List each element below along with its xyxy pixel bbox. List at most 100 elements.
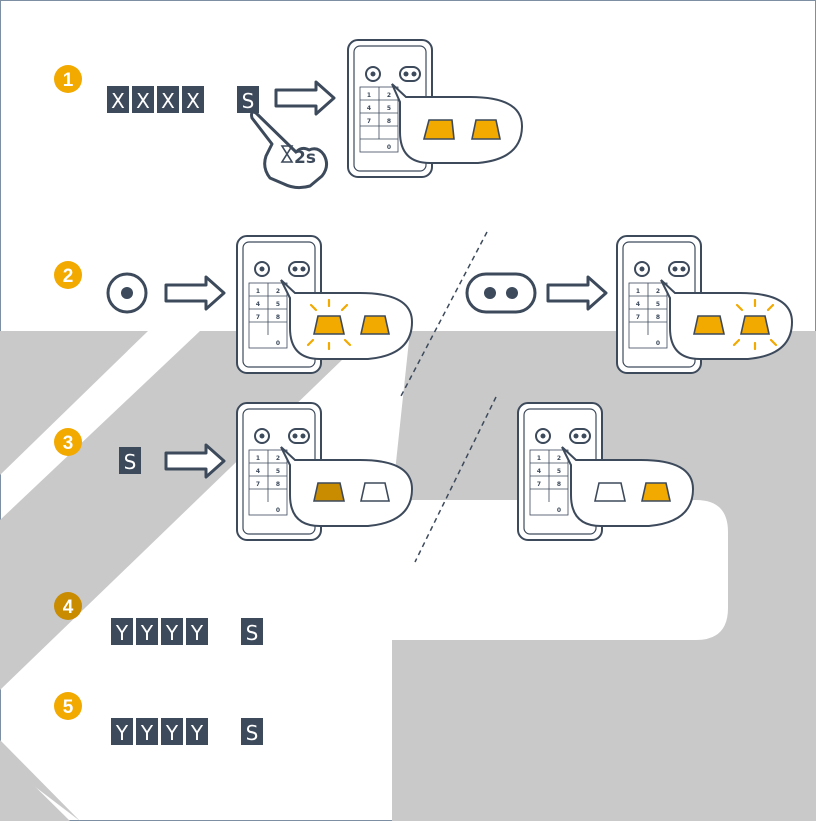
s-key-label: S	[124, 450, 137, 474]
s-key-label: S	[246, 721, 259, 745]
zoom-bubble	[660, 279, 794, 360]
keypad-digit: 4	[367, 105, 371, 112]
keypad-digit: 8	[276, 481, 280, 488]
s-key: S	[119, 447, 141, 474]
code-keys: Y Y Y Y	[111, 618, 208, 645]
keypad-digit: 7	[367, 118, 371, 125]
blink-rays	[732, 298, 778, 351]
keypad-digit: 7	[256, 481, 260, 488]
s-key: S	[237, 86, 259, 113]
keypad-digit: 2	[276, 288, 280, 295]
keypad-digit: 0	[276, 340, 280, 347]
keypad-digit: 4	[256, 301, 260, 308]
keypad-digit: 5	[276, 301, 280, 308]
s-key: S	[241, 718, 263, 745]
s-key-label: S	[246, 621, 259, 645]
keypad-digit: 7	[636, 314, 640, 321]
step-number: 1	[63, 70, 74, 91]
step-1: 1 X X X X S 2s	[54, 39, 524, 190]
key-label: Y	[140, 721, 154, 745]
key-label: X	[161, 89, 175, 113]
led-indicator-off	[594, 482, 626, 502]
keypad-digit: 8	[387, 118, 391, 125]
led-indicator	[360, 315, 390, 335]
keypad-digit: 2	[276, 455, 280, 462]
keypad-digit: 0	[387, 144, 391, 151]
led-indicator	[313, 482, 345, 502]
led-indicator-off	[360, 482, 390, 502]
keypad-digit: 1	[537, 455, 541, 462]
s-key-label: S	[242, 89, 255, 113]
keypad-digit: 2	[557, 455, 561, 462]
keypad-digit: 5	[387, 105, 391, 112]
keypad-digit: 5	[276, 468, 280, 475]
step-2-alt: 1 2 4 5 7 8 0	[465, 235, 794, 374]
s-key: S	[241, 618, 263, 645]
arrow-right-icon	[546, 275, 608, 311]
keypad-digit: 1	[636, 288, 640, 295]
keypad-digit: 4	[256, 468, 260, 475]
led-indicator	[422, 119, 455, 140]
zoom-bubble	[280, 279, 414, 360]
divider-line	[414, 396, 497, 563]
step-number: 4	[63, 597, 74, 618]
keypad-digit: 8	[557, 481, 561, 488]
code-keys: Y Y Y Y	[111, 718, 208, 745]
keypad-digit: 5	[557, 468, 561, 475]
key-label: X	[111, 89, 125, 113]
zoom-bubble	[391, 83, 524, 164]
led-indicator	[641, 482, 671, 502]
keypad-digit: 1	[256, 288, 260, 295]
zoom-bubble	[561, 446, 695, 527]
keypad-digit: 2	[387, 92, 391, 99]
step-3-alt: 1 2 4 5 7 8 0	[517, 402, 695, 541]
step-number: 2	[63, 266, 74, 287]
keypad-digit: 0	[276, 507, 280, 514]
keypad-digit: 0	[557, 507, 561, 514]
key-label: Y	[165, 721, 179, 745]
keypad-digit: 4	[537, 468, 541, 475]
key-label: Y	[190, 721, 204, 745]
key-label: Y	[115, 621, 129, 645]
step-4: 4 Y Y Y Y S	[54, 592, 263, 645]
keypad-digit: 7	[256, 314, 260, 321]
arrow-right-icon	[164, 275, 226, 311]
double-dot-button-icon	[465, 272, 537, 314]
step-2: 2 1 2 4	[54, 235, 414, 374]
led-indicator	[693, 315, 725, 335]
keypad-digit: 2	[656, 288, 660, 295]
divider-line	[400, 231, 488, 397]
led-indicator	[471, 119, 501, 140]
key-label: Y	[190, 621, 204, 645]
background-watermark	[0, 331, 816, 821]
keypad-digit: 1	[367, 92, 371, 99]
keypad-digit: 4	[636, 301, 640, 308]
hourglass-icon	[280, 145, 294, 163]
step-5: 5 Y Y Y Y S	[54, 692, 263, 745]
keypad-digit: 1	[256, 455, 260, 462]
step-badge: 5	[54, 692, 82, 720]
keypad-digit: 8	[656, 314, 660, 321]
keypad-digit: 0	[656, 340, 660, 347]
step-badge: 1	[54, 65, 82, 93]
step-number: 3	[63, 433, 74, 454]
step-3: 3 S 1 2 4 5	[54, 402, 414, 541]
led-indicator-blinking	[740, 315, 770, 335]
arrow-right-icon	[164, 443, 226, 479]
key-label: Y	[115, 721, 129, 745]
keypad-digit: 8	[276, 314, 280, 321]
keypad-digit: 5	[656, 301, 660, 308]
single-dot-button-icon	[106, 272, 148, 314]
keypad-digit: 7	[537, 481, 541, 488]
led-indicator-blinking	[313, 315, 345, 335]
hold-duration: 2s	[294, 148, 316, 168]
key-label: Y	[140, 621, 154, 645]
step-badge: 4	[54, 592, 82, 620]
key-label: Y	[165, 621, 179, 645]
step-badge: 3	[54, 428, 82, 456]
step-badge: 2	[54, 261, 82, 289]
key-label: X	[136, 89, 150, 113]
arrow-right-icon	[274, 80, 336, 116]
blink-rays	[306, 298, 352, 351]
